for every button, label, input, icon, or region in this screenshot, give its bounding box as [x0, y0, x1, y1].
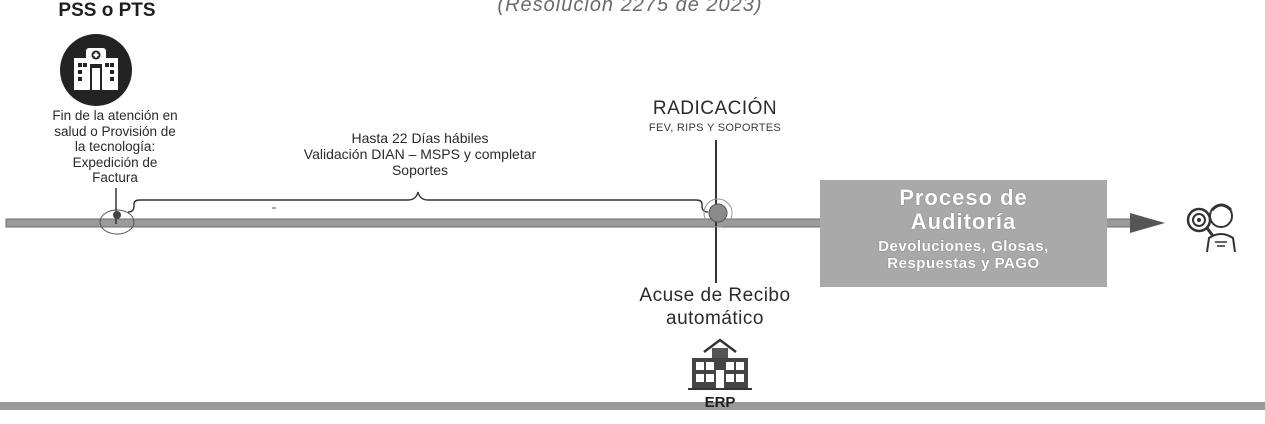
interval-label-line: Hasta 22 Días hábiles	[351, 130, 489, 146]
audit-process-box: Proceso de Auditoría Devoluciones, Glosa…	[820, 180, 1107, 287]
start-marker-dot	[113, 211, 121, 219]
start-description-line: la tecnología:	[74, 139, 156, 154]
milestone-title: RADICACIÓN	[652, 98, 778, 119]
process-detail-line: Respuestas y PAGO	[887, 255, 1040, 272]
milestone-ring-outer	[703, 198, 733, 228]
interval-label: Hasta 22 Días hábiles Validación DIAN – …	[240, 130, 600, 178]
start-description: Fin de la atención en salud o Provisión …	[0, 108, 230, 186]
milestone-below-label: Acuse de Recibo automático	[590, 284, 840, 330]
interval-label-line: Soportes	[391, 162, 449, 178]
milestone-dot	[708, 203, 728, 223]
start-description-line: Fin de la atención en	[52, 108, 178, 123]
erp-label: ERP	[704, 394, 736, 411]
timeline-arrowhead	[1130, 213, 1165, 233]
start-description-line: salud o Provisión de	[54, 123, 176, 139]
process-detail-line: Devoluciones, Glosas,	[878, 238, 1049, 255]
interval-brace	[127, 191, 709, 213]
start-description-line: Expedición de	[72, 154, 158, 170]
building-icon	[686, 336, 754, 392]
actor-title: PSS o PTS	[58, 0, 156, 21]
resolution-subtitle: (Resolución 2275 de 2023)	[497, 0, 763, 16]
auditor-icon	[1185, 198, 1245, 254]
interval-label-line: Validación DIAN – MSPS y completar	[303, 146, 537, 162]
footer-line	[0, 402, 1265, 410]
process-title-line: Auditoría	[910, 209, 1017, 234]
start-description-line: Factura	[92, 170, 138, 185]
start-marker-ring	[99, 209, 135, 235]
process-title-line: Proceso de	[899, 185, 1028, 210]
milestone-below-line: automático	[666, 308, 764, 329]
milestone-subtitle: FEV, RIPS Y SOPORTES	[648, 122, 782, 134]
milestone-below-line: Acuse de Recibo	[639, 285, 791, 306]
hospital-icon	[60, 34, 132, 106]
